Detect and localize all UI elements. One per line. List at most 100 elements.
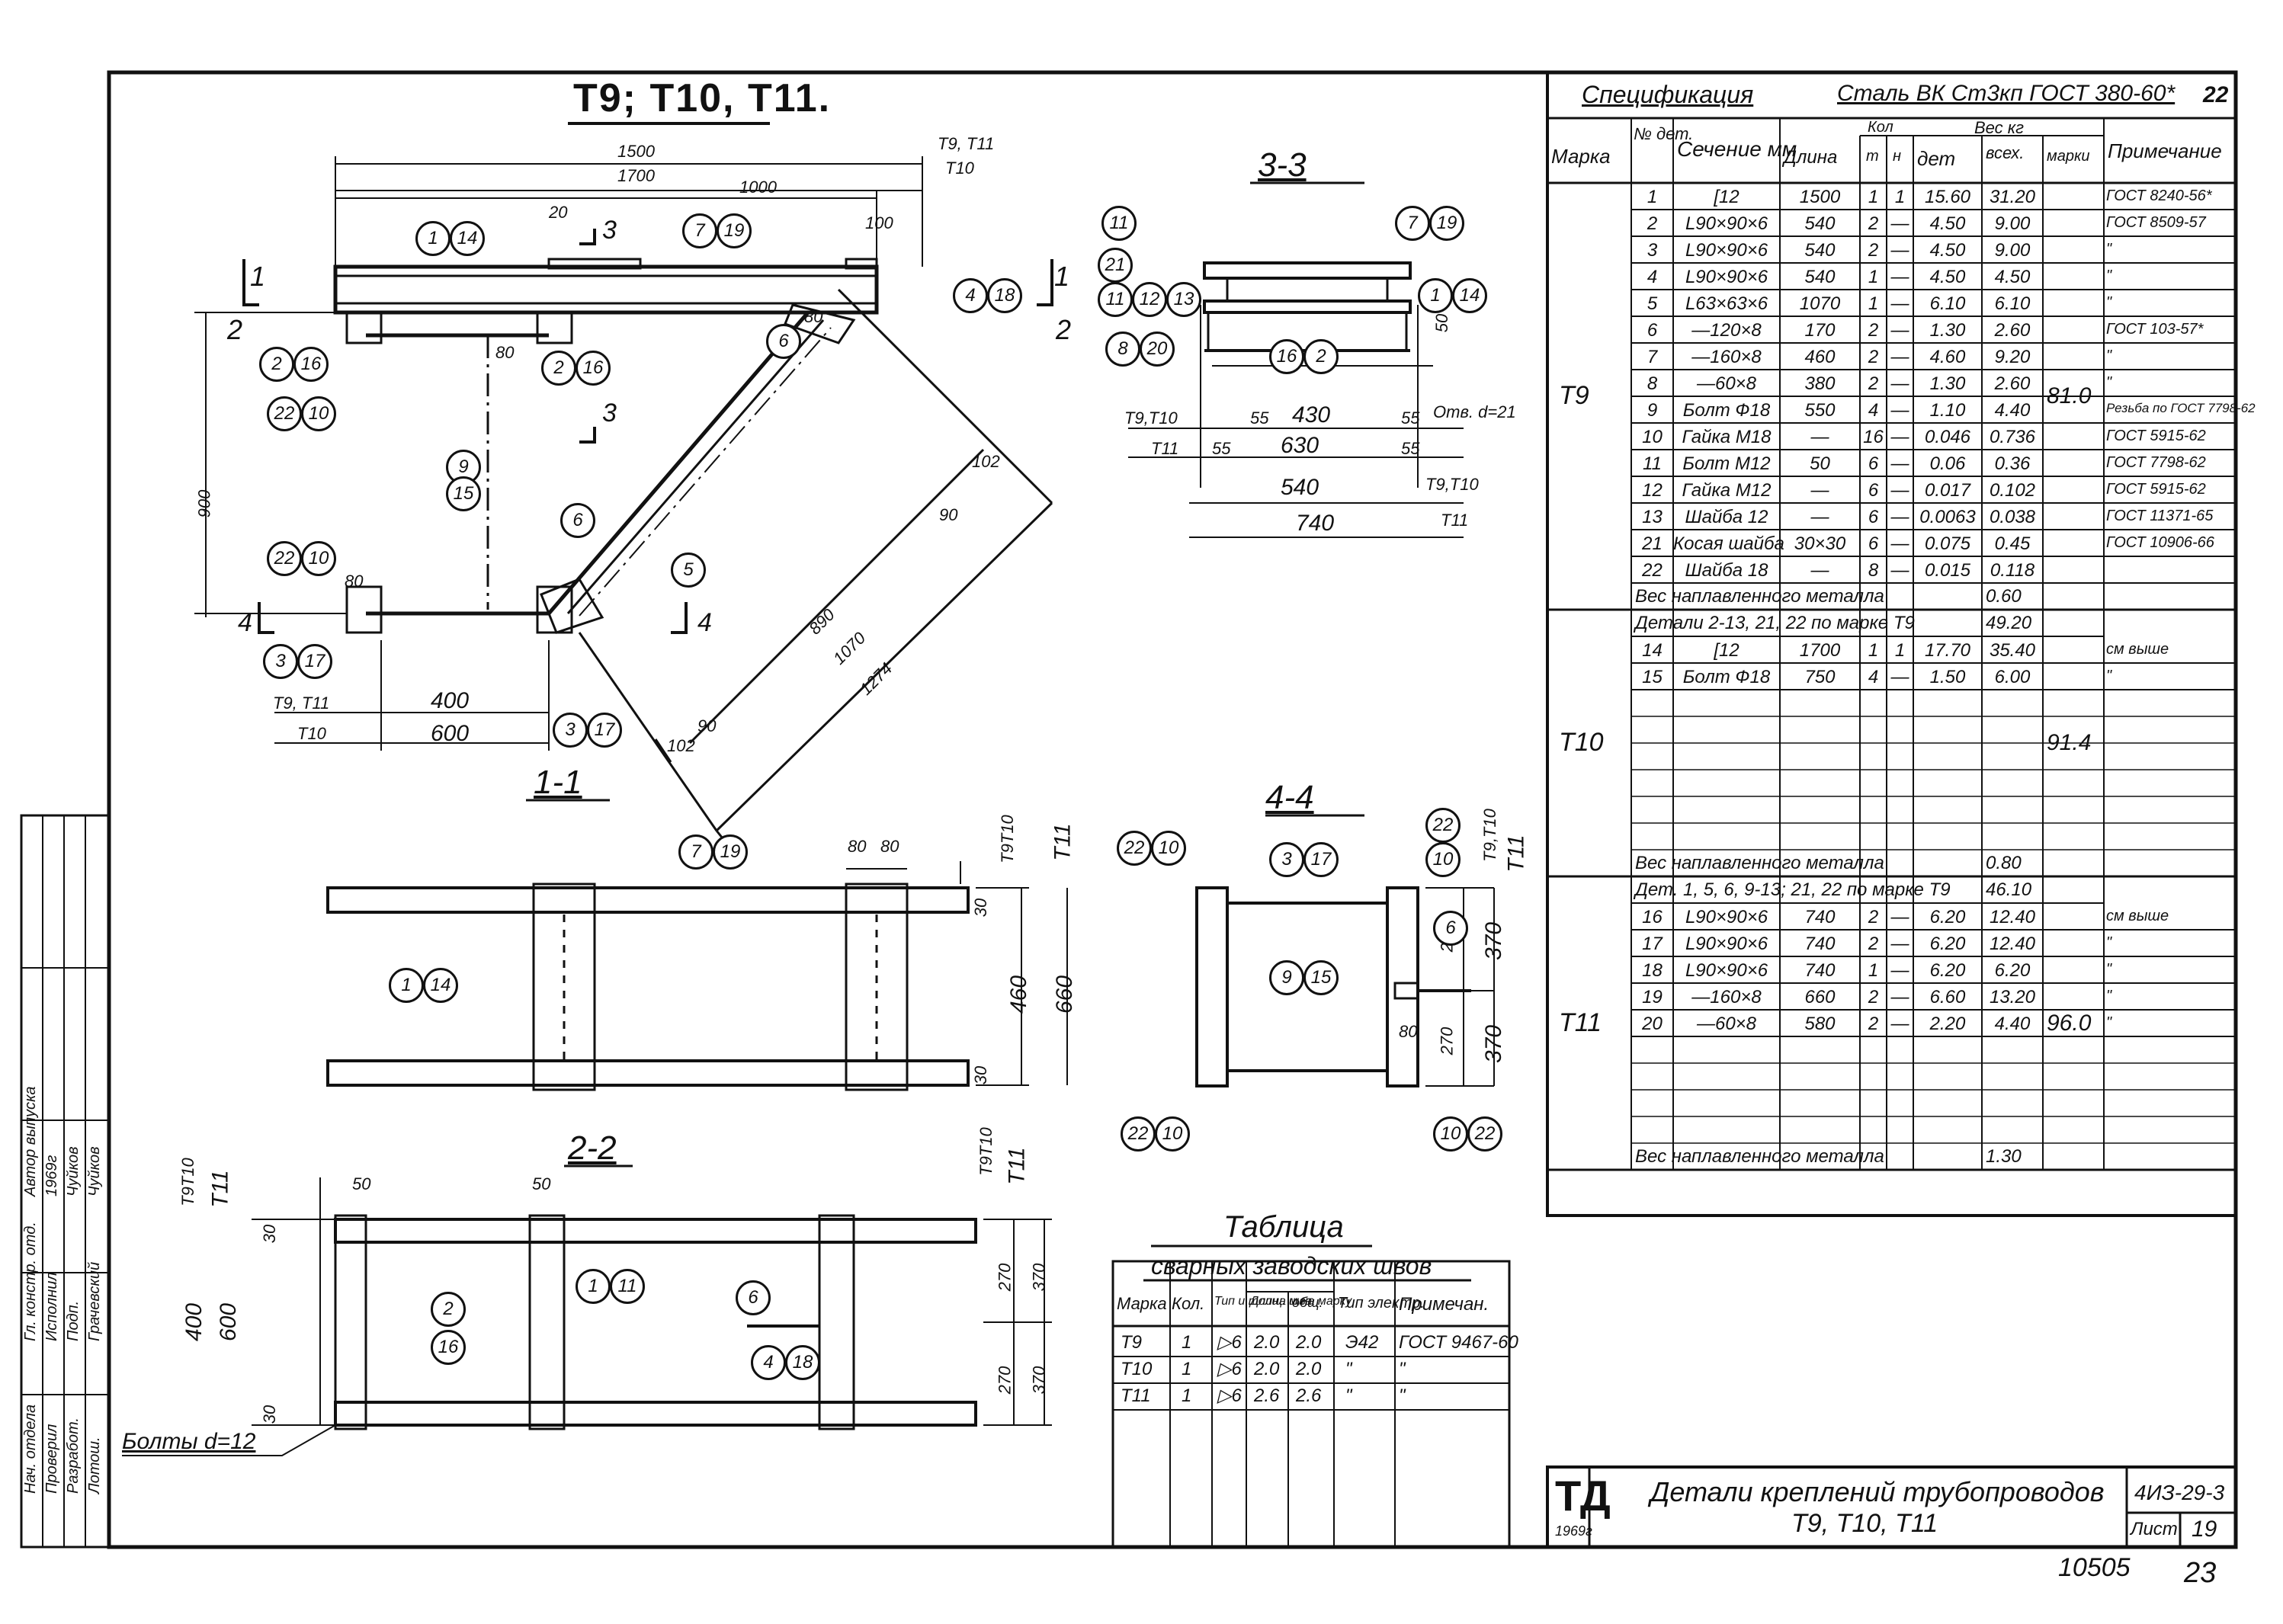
weld-table-title: Таблица [1223, 1210, 1344, 1244]
spec-t11-row-qn: — [1890, 960, 1909, 981]
weld-row-cell-0: T9 [1121, 1332, 1143, 1353]
spec-t9-row-qn: 1 [1894, 187, 1906, 207]
spec-t9-row-length: 30×30 [1794, 533, 1846, 554]
weld-row-cell-3: 2.0 [1254, 1332, 1280, 1353]
spec-t11-row-note: " [2106, 1014, 2112, 1031]
spec-t11-row-section: L90×90×6 [1685, 907, 1768, 927]
spec-t9-row-det: 22 [1642, 560, 1663, 581]
spec-t9-row-qt: 2 [1868, 373, 1879, 394]
spec-t9-row-qn: — [1890, 533, 1909, 554]
spec-t9-row-wdet: 1.30 [1929, 320, 1966, 341]
spec-t9-row-wdet: 1.30 [1929, 373, 1966, 394]
callout1-19: 19 [713, 834, 748, 870]
cut-1b: 1 [1054, 261, 1070, 292]
section-2-2-title: 2-2 [568, 1129, 617, 1167]
spec-t11-row-qt: 2 [1868, 934, 1879, 954]
spec-t9-row-qn: — [1890, 453, 1909, 474]
label-t9t11b: T9, T11 [273, 693, 330, 713]
spec-t10-row-wdet: 17.70 [1924, 640, 1971, 661]
spec-t9-row-section: Гайка М12 [1682, 480, 1772, 501]
spec-t9-row-length: 550 [1804, 400, 1836, 421]
callout-6b: 6 [560, 503, 595, 538]
callout4-17: 17 [1303, 842, 1339, 877]
spec-t9-row-qt: 2 [1868, 347, 1879, 367]
spec-t10-row-note: " [2106, 668, 2112, 684]
weld-row-cell-6: " [1399, 1385, 1406, 1406]
spec-t10-ref-weight: 49.20 [1986, 613, 2032, 633]
spec-t9-row-qt: 2 [1868, 320, 1879, 341]
spec-t9-row-det: 9 [1647, 400, 1658, 421]
spec-t9-row-length: — [1810, 427, 1829, 447]
spec-t11-row-section: L90×90×6 [1685, 960, 1768, 981]
label3-d: T11 [1441, 511, 1469, 530]
spec-t11-row-qn: — [1890, 934, 1909, 954]
spec-t11-row-note: " [2106, 988, 2112, 1004]
weld-row-cell-2: ▷6 [1217, 1332, 1242, 1353]
spec-t9-row-note: " [2106, 374, 2112, 391]
titleblock-sheet-label: Лист [2131, 1519, 2178, 1539]
spec-t9-row-wdet: 15.60 [1924, 187, 1971, 207]
spec-t10-row-section: [12 [1714, 640, 1740, 661]
spec-t9-row-det: 1 [1647, 187, 1658, 207]
callout-2: 2 [259, 347, 294, 382]
spec-t10-weld-value: 0.80 [1986, 853, 2022, 873]
spec-t10-ref: Детали 2-13, 21, 22 по марке T9 [1635, 613, 1915, 633]
weld-header-2: Тип и толщ. шва [1214, 1295, 1313, 1308]
spec-t9-row-section: L63×63×6 [1685, 293, 1768, 314]
spec-t9-row-note: " [2106, 241, 2112, 258]
weld-row-cell-5: Э42 [1345, 1332, 1379, 1353]
dim4-80: 80 [1399, 1022, 1418, 1041]
cut-2b: 2 [1056, 314, 1072, 345]
dim3-630: 630 [1281, 433, 1319, 458]
titleblock-subtitle: T9, T10, T11 [1791, 1509, 1938, 1538]
dim-100: 100 [865, 213, 893, 232]
spec-total-t10: 91.4 [2047, 730, 2092, 755]
spec-t9-row-qt: 1 [1868, 187, 1879, 207]
spec-t9-row-wdet: 0.06 [1929, 453, 1966, 474]
weld-row-cell-0: T11 [1121, 1385, 1151, 1406]
spec-t11-row-qt: 1 [1868, 960, 1879, 981]
spec-header-wdet: дет [1917, 147, 1956, 170]
spec-t9-row-det: 5 [1647, 293, 1658, 314]
callout4-22d: 22 [1467, 1116, 1502, 1152]
dim3-55d: 55 [1401, 439, 1420, 458]
spec-t9-row-note: Резьба по ГОСТ 7798-62 [2106, 401, 2256, 415]
callout-1: 1 [415, 221, 451, 256]
spec-t9-row-qt: 16 [1863, 427, 1884, 447]
spec-t11-ref-weight: 46.10 [1986, 879, 2032, 900]
plan-view [194, 156, 1053, 850]
spec-total-t9: 81.0 [2047, 383, 2092, 408]
spec-table-frame [1546, 71, 2237, 1217]
spec-t9-row-length: 380 [1804, 373, 1836, 394]
spec-t10-row-det: 15 [1642, 667, 1663, 687]
callout3-1: 1 [1418, 278, 1453, 313]
callout-16: 16 [293, 347, 329, 382]
callout3-21: 21 [1098, 248, 1133, 283]
weld-row-cell-1: 1 [1182, 1332, 1192, 1353]
spec-t9-row-note: ГОСТ 8509-57 [2106, 214, 2206, 231]
spec-header-note: Примечание [2108, 139, 2222, 162]
spec-t9-row-det: 6 [1647, 320, 1658, 341]
spec-t9-row-wall: 0.45 [1994, 533, 2031, 554]
callout-2b: 2 [541, 351, 576, 386]
stamp-cell: Нач. отдела [22, 1404, 39, 1494]
spec-t9-row-section: Шайба 18 [1685, 560, 1768, 581]
spec-header-section: Сечение мм [1677, 137, 1797, 161]
callout4-22c: 22 [1121, 1116, 1156, 1152]
cut-3a: 3 [602, 216, 617, 245]
dim1-80b: 80 [880, 837, 899, 856]
dim3-540: 540 [1281, 475, 1319, 500]
spec-t10-row-wdet: 1.50 [1929, 667, 1966, 687]
spec-t11-row-wdet: 2.20 [1929, 1014, 1966, 1034]
label3-c: T9,T10 [1425, 475, 1479, 494]
spec-t9-row-wall: 0.038 [1989, 507, 2036, 527]
callout2-16: 16 [431, 1330, 466, 1365]
spec-header-det: № дет. [1634, 124, 1694, 143]
spec-t9-row-length: — [1810, 560, 1829, 581]
spec-t11-row-qt: 2 [1868, 1014, 1879, 1034]
callout2-4: 4 [751, 1345, 786, 1380]
stamp-cell: Разработ. [65, 1417, 82, 1494]
spec-t9-row-qt: 1 [1868, 293, 1879, 314]
spec-t9-row-wall: 6.10 [1994, 293, 2031, 314]
